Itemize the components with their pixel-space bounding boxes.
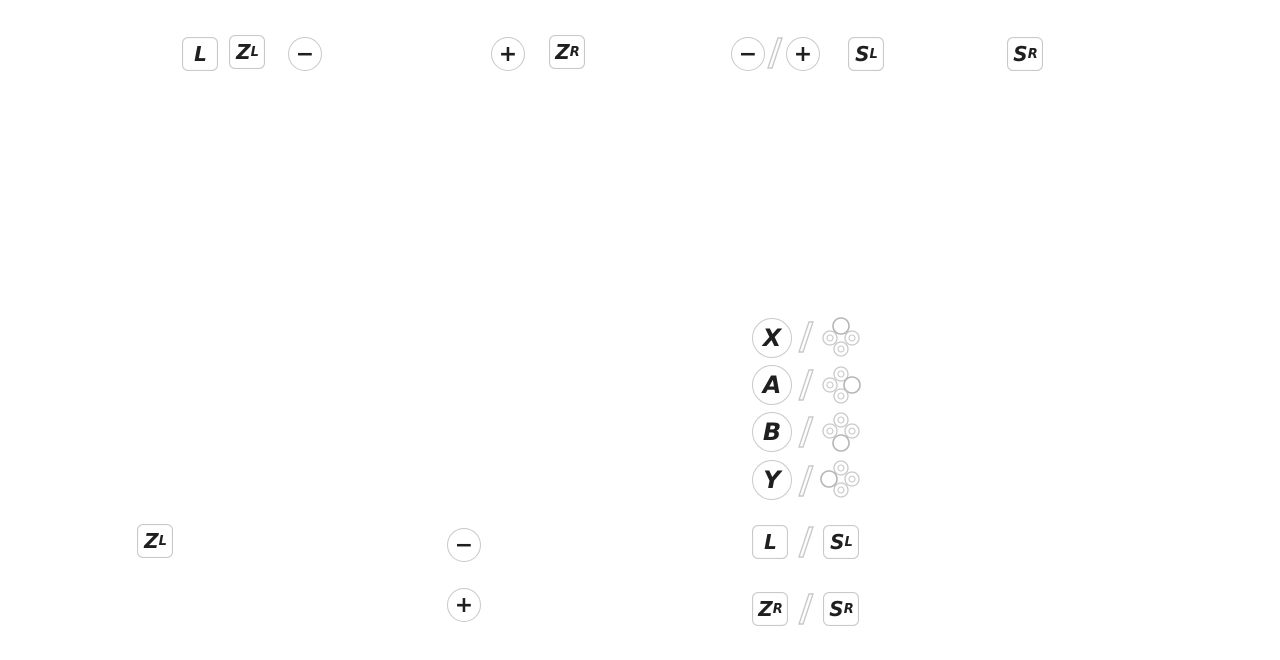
plus-button-icon-2: + xyxy=(786,37,820,71)
zl-sub-label-2: L xyxy=(158,533,167,549)
dpad-left-icon xyxy=(820,460,860,498)
plus-button-icon: + xyxy=(491,37,525,71)
sl-sub-label-2: L xyxy=(844,534,853,550)
dpad-up-icon xyxy=(822,317,860,357)
dpad-down-icon xyxy=(822,412,860,452)
a-label: A xyxy=(762,371,782,399)
zl-label-2: Z xyxy=(144,529,158,553)
sr-label-2: S xyxy=(829,597,843,621)
slash-divider-icon-7 xyxy=(798,593,814,625)
b-label: B xyxy=(762,418,782,446)
minus-button-icon: − xyxy=(288,37,322,71)
minus-label: − xyxy=(295,41,315,67)
dpad-right-icon xyxy=(822,366,861,404)
sl-label: S xyxy=(855,42,869,66)
a-button-icon: A xyxy=(752,365,792,405)
slash-divider-icon-6 xyxy=(798,526,814,558)
zr-label-2: Z xyxy=(758,597,772,621)
sl-label-2: S xyxy=(830,530,844,554)
y-button-icon: Y xyxy=(752,460,792,500)
slash-divider-icon xyxy=(767,37,783,69)
l-button-icon-2: L xyxy=(752,525,788,559)
plus-label-2: + xyxy=(793,41,813,67)
slash-divider-icon-3 xyxy=(798,369,814,401)
sr-sub-label: R xyxy=(1027,46,1038,62)
zl-sub-label: L xyxy=(250,44,259,60)
minus-label-2: − xyxy=(738,41,758,67)
l-label: L xyxy=(194,42,207,66)
plus-button-icon-3: + xyxy=(447,588,481,622)
sr-sub-label-2: R xyxy=(843,601,854,617)
y-label: Y xyxy=(763,466,781,494)
slash-divider-icon-5 xyxy=(798,465,814,497)
zr-sub-label: R xyxy=(569,44,580,60)
minus-button-icon-2: − xyxy=(731,37,765,71)
zr-sub-label-2: R xyxy=(772,601,783,617)
zr-label: Z xyxy=(555,40,569,64)
minus-label-3: − xyxy=(454,532,474,558)
x-label: X xyxy=(762,324,782,352)
slash-divider-icon-4 xyxy=(798,416,814,448)
zl-label: Z xyxy=(236,40,250,64)
sr-label: S xyxy=(1013,42,1027,66)
plus-label-3: + xyxy=(454,592,474,618)
plus-label: + xyxy=(498,41,518,67)
sl-sub-label: L xyxy=(869,46,878,62)
l-label-2: L xyxy=(764,530,777,554)
minus-button-icon-3: − xyxy=(447,528,481,562)
b-button-icon: B xyxy=(752,412,792,452)
x-button-icon: X xyxy=(752,318,792,358)
l-button-icon: L xyxy=(182,37,218,71)
slash-divider-icon-2 xyxy=(798,321,814,353)
